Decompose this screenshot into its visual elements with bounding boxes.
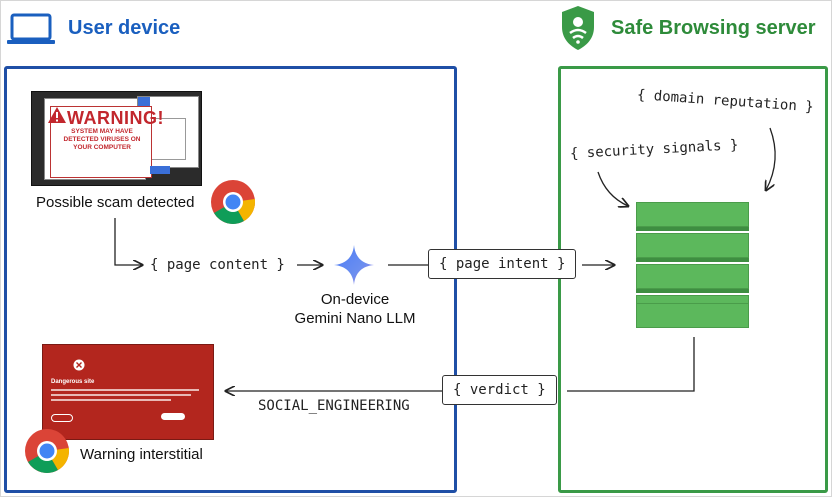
scam-warning-subtitle: SYSTEM MAY HAVE DETECTED VIRUSES ON YOUR…	[63, 128, 141, 151]
laptop-icon	[7, 13, 55, 44]
interstitial-title: Dangerous site	[51, 379, 95, 385]
interstitial-caption: Warning interstitial	[80, 446, 203, 463]
llm-label-line2: Gemini Nano LLM	[294, 310, 416, 327]
interstitial-body-lines	[51, 389, 199, 401]
gemini-sparkle-icon	[334, 245, 374, 285]
user-device-title: User device	[68, 17, 181, 39]
close-circle-icon	[73, 359, 85, 371]
warning-interstitial-screenshot: Dangerous site	[42, 344, 214, 440]
shield-icon	[562, 6, 594, 50]
verdict-box: { verdict }	[442, 375, 557, 405]
scam-warning-title: WARNING!	[67, 108, 164, 128]
server-title: Safe Browsing server	[611, 17, 816, 39]
interstitial-details-button	[51, 414, 73, 422]
verdict-value: SOCIAL_ENGINEERING	[258, 398, 410, 414]
page-intent-box: { page intent }	[428, 249, 577, 279]
server-panel	[558, 66, 828, 493]
chrome-icon	[211, 180, 255, 224]
warning-triangle-icon	[48, 107, 66, 123]
scam-screenshot	[31, 91, 202, 186]
interstitial-back-button	[161, 413, 185, 420]
scam-caption: Possible scam detected	[36, 194, 195, 211]
user-device-panel	[4, 66, 457, 493]
page-content-label: { page content }	[150, 257, 285, 273]
llm-label-line1: On-device	[320, 291, 390, 308]
chrome-icon	[25, 429, 69, 473]
